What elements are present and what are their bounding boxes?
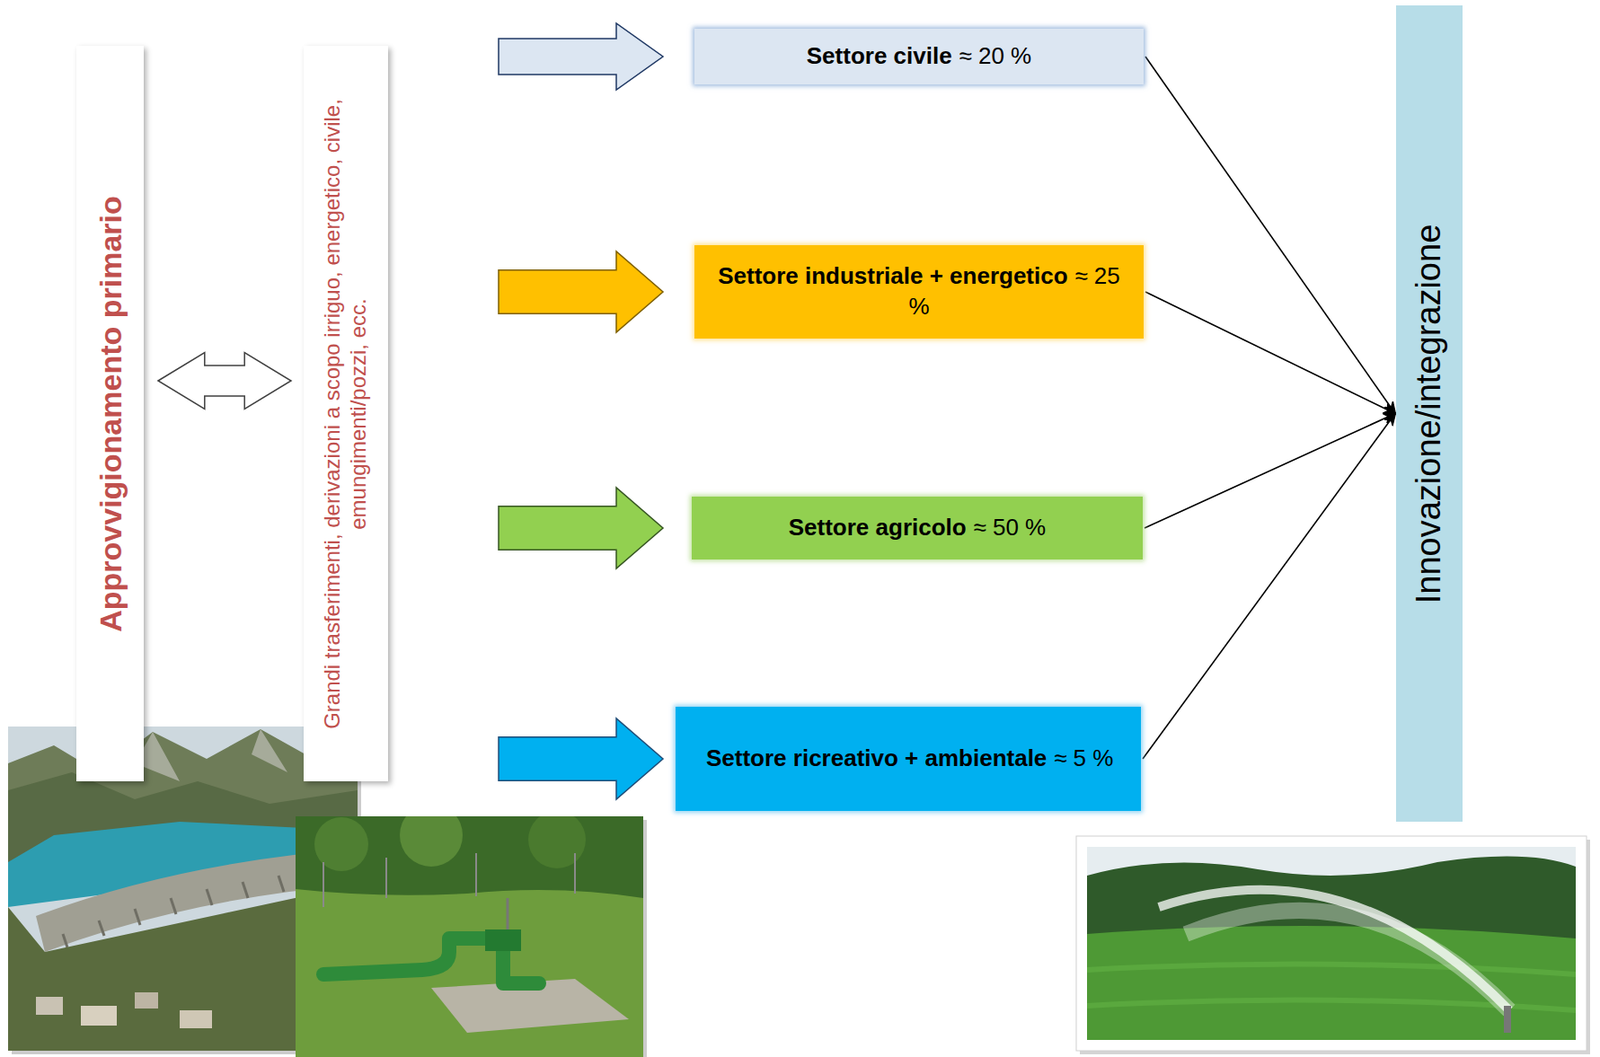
box-text: Settore agricolo≈ 50 % bbox=[788, 512, 1047, 544]
block-arrow bbox=[498, 718, 663, 800]
tree bbox=[399, 816, 463, 867]
trees bbox=[295, 816, 644, 899]
rock bbox=[134, 729, 288, 782]
tree bbox=[528, 816, 586, 869]
band-label: Innovazione/integrazione bbox=[1408, 16, 1450, 812]
photo-shadow bbox=[1079, 839, 1591, 1055]
sector-share: ≈ 5 % bbox=[1053, 744, 1114, 772]
sprinkler bbox=[1503, 1006, 1512, 1034]
fence-posts bbox=[323, 853, 575, 908]
vertical-band: Innovazione/integrazione bbox=[1396, 5, 1463, 823]
block-arrow bbox=[498, 251, 663, 333]
sector-name: Settore civile bbox=[806, 42, 953, 70]
rotated-text-holder: Innovazione/integrazione bbox=[1408, 16, 1450, 812]
sector-name: Settore ricreativo + ambientale bbox=[706, 744, 1047, 772]
connector-line bbox=[1142, 414, 1396, 761]
connector-line bbox=[1145, 56, 1396, 415]
vertical-band: Grandi trasferimenti, derivazioni a scop… bbox=[303, 45, 389, 782]
pump-body bbox=[485, 929, 522, 952]
water-spray bbox=[1185, 910, 1510, 1011]
house bbox=[80, 1006, 117, 1026]
block-arrow bbox=[158, 353, 292, 410]
house bbox=[134, 992, 159, 1009]
field bbox=[1087, 926, 1576, 1041]
vertical-band: Approvvigionamento primario bbox=[76, 45, 144, 782]
connector-line bbox=[1144, 414, 1396, 530]
sector-box: Settore ricreativo + ambientale≈ 5 % bbox=[675, 707, 1141, 812]
sky bbox=[1087, 847, 1576, 1041]
rotated-text-holder: Grandi trasferimenti, derivazioni a scop… bbox=[319, 56, 372, 771]
pump-photo bbox=[295, 816, 644, 1057]
box-text: Settore industriale + energetico≈ 25 % bbox=[710, 261, 1128, 323]
band-label: Grandi trasferimenti, derivazioni a scop… bbox=[319, 56, 372, 771]
grass bbox=[295, 816, 644, 1057]
block-arrow bbox=[498, 23, 663, 90]
sector-share: ≈ 50 % bbox=[972, 513, 1046, 541]
block-arrow bbox=[498, 487, 663, 569]
rotated-text-holder: Approvvigionamento primario bbox=[91, 56, 129, 771]
sector-name: Settore agricolo bbox=[788, 513, 967, 541]
water-jet bbox=[1158, 890, 1510, 1011]
house bbox=[179, 1010, 213, 1029]
sector-share: ≈ 20 % bbox=[958, 42, 1032, 70]
band-label: Approvvigionamento primario bbox=[91, 56, 129, 771]
connector-line bbox=[1145, 291, 1396, 415]
pole bbox=[506, 898, 510, 930]
box-text: Settore civile≈ 20 % bbox=[806, 41, 1032, 72]
photo-frame bbox=[1076, 836, 1587, 1052]
box-text: Settore ricreativo + ambientale≈ 5 % bbox=[706, 743, 1114, 775]
sector-name: Settore industriale + energetico bbox=[717, 262, 1068, 290]
irrigation-photo bbox=[1087, 847, 1576, 1041]
sector-box: Settore industriale + energetico≈ 25 % bbox=[694, 245, 1144, 339]
sector-box: Settore civile≈ 20 % bbox=[694, 28, 1144, 85]
sector-box: Settore agricolo≈ 50 % bbox=[691, 496, 1143, 560]
house bbox=[35, 997, 63, 1016]
